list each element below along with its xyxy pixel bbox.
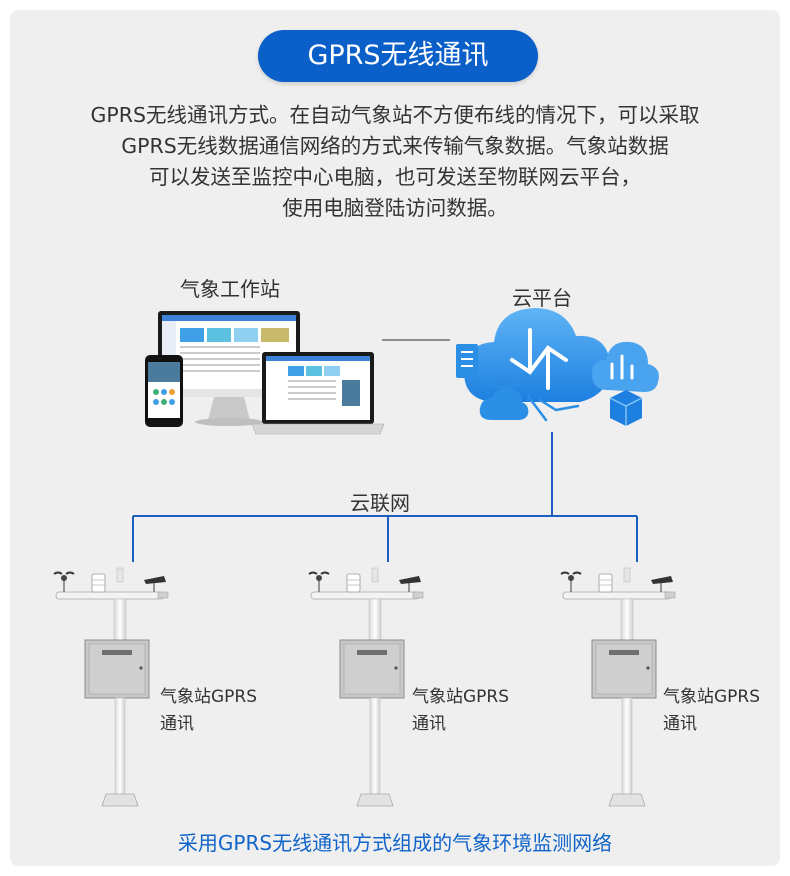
cloud-platform-label: 云平台	[512, 286, 572, 310]
footer-caption: 采用GPRS无线通讯方式组成的气象环境监测网络	[177, 831, 613, 855]
station-label-1: 气象站GPRS 通讯	[160, 684, 257, 738]
diagram-card	[10, 10, 780, 866]
cloud-platform-icon	[456, 308, 659, 426]
workstation-label: 气象工作站	[180, 277, 280, 301]
station-label-2-line1: 气象站GPRS	[412, 687, 510, 707]
intro-line-4: 使用电脑登陆访问数据。	[282, 196, 508, 220]
title-pill: GPRS无线通讯	[258, 30, 538, 82]
intro-line-3: 可以发送至监控中心电脑，也可发送至物联网云平台，	[149, 165, 641, 189]
station-label-3-line1: 气象站GPRS	[663, 687, 761, 707]
intro-line-2: GPRS无线数据通信网络的方式来传输气象数据。气象站数据	[121, 134, 669, 158]
station-label-1-line1: 气象站GPRS	[160, 687, 258, 707]
station-label-2: 气象站GPRS 通讯	[412, 684, 509, 738]
workstation-devices	[145, 311, 385, 435]
connection-lines	[132, 339, 638, 562]
station-label-3-line2: 通讯	[663, 714, 697, 734]
intro-text: GPRS无线通讯方式。在自动气象站不方便布线的情况下，可以采取 GPRS无线数据…	[30, 100, 760, 224]
network-label: 云联网	[350, 491, 410, 515]
weather-station-1	[53, 567, 169, 807]
station-label-1-line2: 通讯	[160, 714, 194, 734]
station-label-3: 气象站GPRS 通讯	[663, 684, 760, 738]
station-label-2-line2: 通讯	[412, 714, 446, 734]
weather-station-3	[560, 567, 676, 807]
weather-station-2	[308, 567, 424, 807]
intro-line-1: GPRS无线通讯方式。在自动气象站不方便布线的情况下，可以采取	[90, 103, 700, 127]
